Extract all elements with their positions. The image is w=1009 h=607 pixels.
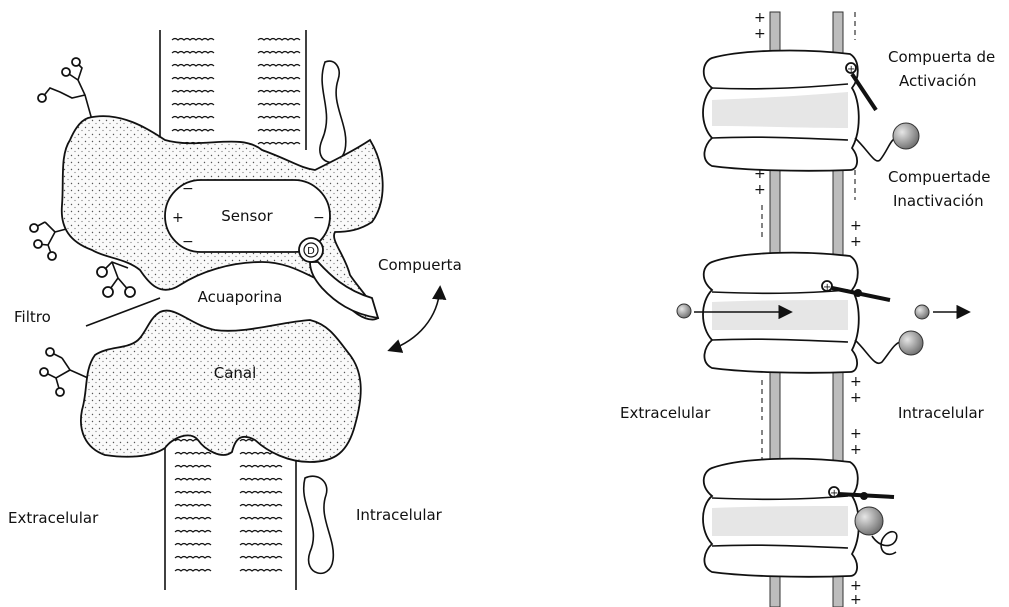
glycan-chain: [30, 222, 70, 260]
charge-plus: +: [754, 10, 766, 26]
filtro-pointer-line: [86, 298, 160, 326]
charge-plus: +: [850, 234, 862, 250]
activation-gate-plus: +: [830, 488, 838, 499]
sensor-label: Sensor: [221, 207, 273, 225]
activation-gate-plus: +: [823, 282, 831, 293]
sensor-minus-right: −: [313, 210, 325, 226]
compuerta-label: Compuerta: [378, 256, 462, 274]
activation-gate-label-line2: Activación: [899, 72, 976, 90]
charge-plus: +: [850, 426, 862, 442]
inactivation-ball: [855, 507, 883, 535]
channel-state-closed: +: [703, 51, 919, 171]
charge-plus: +: [850, 442, 862, 458]
pore-lumen: [712, 506, 848, 536]
glycan-chain: [40, 348, 88, 396]
sensor-minus-left: −: [182, 181, 194, 197]
activation-gate-label: Compuerta de: [888, 48, 995, 66]
sensor-plus-left: +: [172, 210, 184, 226]
activation-gate-pivot: [860, 492, 868, 500]
intracelular-label-right: Intracelular: [898, 404, 985, 422]
charge-plus: +: [754, 26, 766, 42]
charge-plus: +: [850, 592, 862, 607]
inactivation-ball: [893, 123, 919, 149]
glycan-chain: [38, 58, 92, 120]
activation-gate-pivot: [854, 289, 862, 297]
ion-entering: [677, 304, 691, 318]
membrane-lipid-layer: [160, 30, 306, 590]
activation-gate-label-line1: Compuerta de: [888, 48, 995, 66]
gate-ball-label: D: [307, 246, 315, 257]
filtro-label: Filtro: [14, 308, 51, 326]
charge-plus: +: [850, 374, 862, 390]
intracelular-label-left: Intracelular: [356, 506, 443, 524]
inactivation-gate-label-line1: Compuertade: [888, 168, 991, 186]
left-channel-diagram: Sensor + − − − D Acuaporina Canal Filtro…: [8, 30, 462, 590]
charge-plus: +: [754, 182, 766, 198]
canal-label: Canal: [214, 364, 257, 382]
extracelular-label-left: Extracelular: [8, 509, 99, 527]
inactivation-tether: [855, 340, 900, 363]
channel-state-open: +: [677, 253, 968, 373]
inactivation-tether: [855, 138, 896, 161]
acuaporina-label: Acuaporina: [198, 288, 283, 306]
charge-plus: +: [850, 218, 862, 234]
inactivation-tether: [872, 532, 897, 555]
protein-tail: [320, 61, 346, 162]
pore-lumen: [712, 300, 848, 330]
glycan-chain: [97, 262, 135, 297]
inactivation-ball: [899, 331, 923, 355]
protein-tail: [304, 476, 334, 573]
charge-plus: +: [850, 390, 862, 406]
activation-gate-label: Activación: [899, 72, 976, 90]
right-channel-diagram: + + + + + + + + + + + + +: [620, 10, 995, 607]
gate-motion-arrow: [390, 288, 440, 350]
inactivation-gate-label-line2: Inactivación: [893, 192, 984, 210]
channel-lower-domain: [81, 311, 361, 462]
ion-exiting: [915, 305, 929, 319]
inactivation-gate-label: Inactivación: [893, 192, 984, 210]
channel-state-inactivated: +: [703, 459, 897, 577]
inactivation-gate-label: Compuertade: [888, 168, 991, 186]
sensor-minus-left-bottom: −: [182, 234, 194, 250]
activation-gate-plus: +: [847, 64, 855, 75]
extracelular-label-right: Extracelular: [620, 404, 711, 422]
